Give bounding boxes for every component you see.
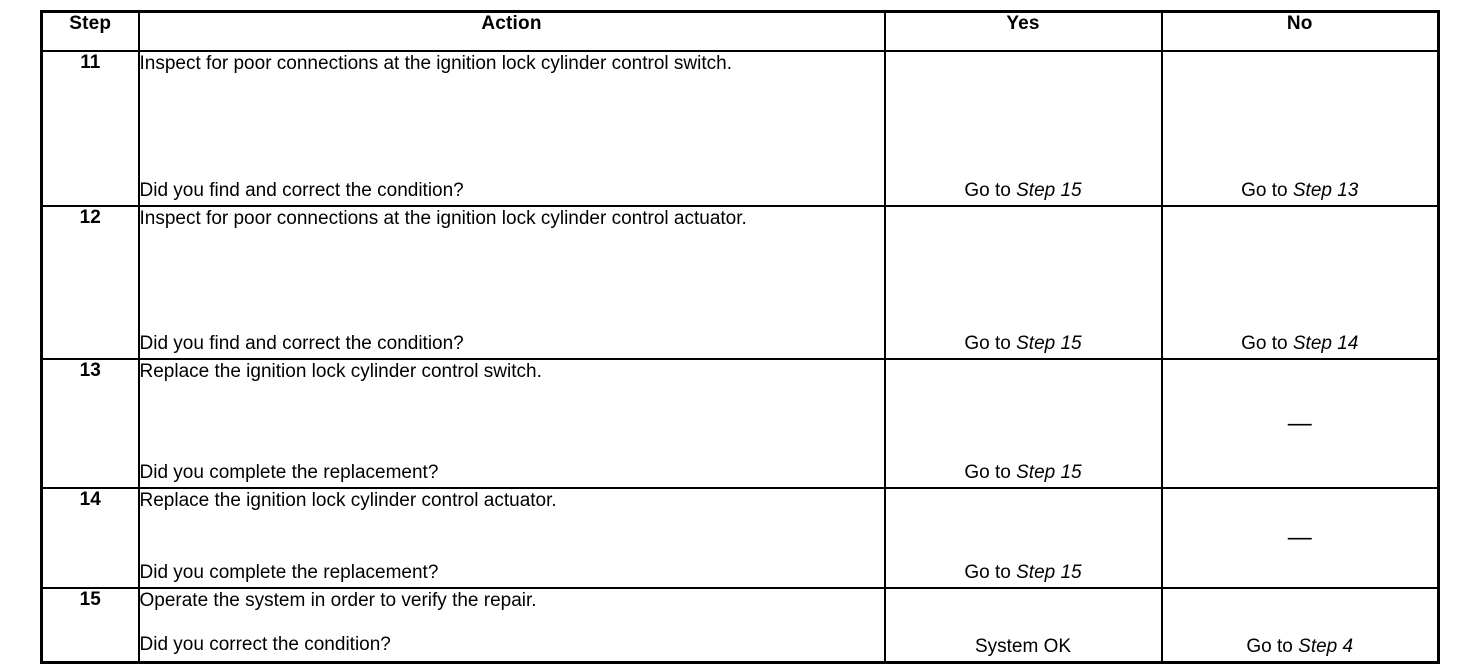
goto-prefix: Go to — [964, 462, 1017, 483]
no-answer-cell: — — [1160, 358, 1440, 489]
goto-prefix: Go to — [964, 333, 1017, 354]
action-question: Did you complete the replacement? — [139, 461, 439, 483]
no-answer-text: Go to Step 4 — [1163, 636, 1438, 658]
step-reference: Step 4 — [1298, 636, 1354, 657]
action-question: Did you complete the replacement? — [139, 561, 439, 583]
yes-answer-text: Go to Step 15 — [886, 180, 1161, 202]
action-cell: Inspect for poor connections at the igni… — [137, 50, 886, 207]
yes-answer-text: Go to Step 15 — [886, 333, 1161, 355]
step-number: 12 — [40, 205, 140, 360]
column-header-yes: Yes — [883, 10, 1163, 52]
action-question: Did you find and correct the condition? — [139, 332, 464, 354]
yes-answer-cell: Go to Step 15 — [883, 205, 1163, 360]
step-number: 11 — [40, 50, 140, 207]
column-header-step: Step — [40, 10, 140, 52]
no-answer-cell: Go to Step 13 — [1160, 50, 1440, 207]
yes-answer-text: System OK — [886, 636, 1161, 658]
action-description: Replace the ignition lock cylinder contr… — [139, 490, 557, 511]
no-answer-cell: Go to Step 4 — [1160, 587, 1440, 664]
step-reference: Step 14 — [1292, 333, 1359, 354]
not-applicable-dash: — — [1287, 409, 1312, 437]
action-cell: Inspect for poor connections at the igni… — [137, 205, 886, 360]
goto-prefix: Go to — [1241, 180, 1293, 201]
step-reference: Step 15 — [1016, 562, 1082, 583]
table-header-row: Step Action Yes No — [40, 10, 1440, 52]
step-number: 14 — [40, 487, 140, 589]
action-cell: Replace the ignition lock cylinder contr… — [137, 358, 886, 489]
action-cell: Operate the system in order to verify th… — [137, 587, 886, 664]
action-question: Did you correct the condition? — [139, 633, 391, 655]
goto-prefix: Go to — [964, 562, 1017, 583]
goto-prefix: Go to — [964, 180, 1017, 201]
action-description: Operate the system in order to verify th… — [139, 590, 537, 611]
yes-answer-cell: System OK — [883, 587, 1163, 664]
no-answer-cell: — — [1160, 487, 1440, 589]
step-reference: Step 15 — [1016, 462, 1082, 483]
yes-answer-text: Go to Step 15 — [886, 562, 1161, 584]
table-row: 14 Replace the ignition lock cylinder co… — [40, 487, 1440, 589]
no-answer-text: Go to Step 14 — [1163, 333, 1438, 355]
step-number: 13 — [40, 358, 140, 489]
action-description: Inspect for poor connections at the igni… — [139, 208, 747, 229]
goto-prefix: Go to — [1246, 636, 1299, 657]
system-ok-label: System OK — [974, 636, 1072, 657]
table-row: 12 Inspect for poor connections at the i… — [40, 205, 1440, 360]
yes-answer-text: Go to Step 15 — [886, 462, 1161, 484]
yes-answer-cell: Go to Step 15 — [883, 50, 1163, 207]
step-reference: Step 15 — [1016, 180, 1082, 201]
not-applicable-dash: — — [1287, 524, 1312, 551]
no-answer-text: Go to Step 13 — [1163, 180, 1438, 202]
table-row: 11 Inspect for poor connections at the i… — [40, 50, 1440, 207]
column-header-action: Action — [137, 10, 886, 52]
goto-prefix: Go to — [1241, 333, 1293, 354]
action-description: Replace the ignition lock cylinder contr… — [139, 361, 542, 382]
step-number: 15 — [40, 587, 140, 664]
step-reference: Step 15 — [1016, 333, 1082, 354]
no-answer-cell: Go to Step 14 — [1160, 205, 1440, 360]
table-row: 13 Replace the ignition lock cylinder co… — [40, 358, 1440, 489]
yes-answer-cell: Go to Step 15 — [883, 487, 1163, 589]
diagnostic-step-table: Step Action Yes No 11 Inspect for poor c… — [40, 10, 1440, 664]
action-question: Did you find and correct the condition? — [139, 179, 464, 201]
table-row: 15 Operate the system in order to verify… — [40, 587, 1440, 664]
step-reference: Step 13 — [1292, 180, 1359, 201]
action-description: Inspect for poor connections at the igni… — [139, 53, 732, 74]
yes-answer-cell: Go to Step 15 — [883, 358, 1163, 489]
column-header-no: No — [1160, 10, 1440, 52]
action-cell: Replace the ignition lock cylinder contr… — [137, 487, 886, 589]
